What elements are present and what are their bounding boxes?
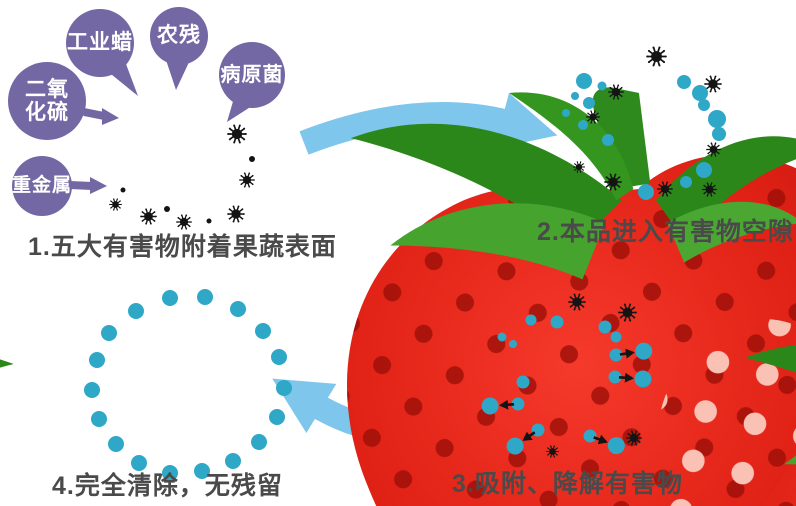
strawberry-illustration-step1 xyxy=(347,87,796,506)
adsorption-pair xyxy=(608,370,652,388)
adsorption-pair xyxy=(609,342,653,362)
adsorption-pair xyxy=(506,423,545,455)
step-2-caption: 2.本品进入有害物空隙 xyxy=(537,218,794,246)
adsorption-pair xyxy=(583,429,625,455)
virus-particle-icon xyxy=(226,123,248,145)
virus-particle-icon xyxy=(645,45,668,68)
virus-particle-icon xyxy=(139,207,158,226)
virus-particle-icon xyxy=(108,197,123,212)
step1-contaminant-particles xyxy=(108,123,256,231)
step-4-caption: 4.完全清除，无残留 xyxy=(52,472,283,500)
step3-particles xyxy=(481,292,653,459)
hazard-badge-label: 二氧化硫 xyxy=(25,77,69,124)
flow-arrow-step1-to-step2 xyxy=(299,93,558,155)
hazard-badge-label: 病原菌 xyxy=(220,64,284,86)
hazard-badge-sulfur-dioxide: 二氧化硫 xyxy=(8,62,86,140)
cleaner-molecule-dots xyxy=(562,73,726,200)
hazard-badge-pathogen: 病原菌 xyxy=(219,42,285,108)
step2-particles xyxy=(562,45,726,200)
step-1-caption: 1.五大有害物附着果蔬表面 xyxy=(28,233,337,261)
step4-cleaner-ring xyxy=(84,289,292,481)
virus-particle-icon xyxy=(226,204,246,224)
hazard-badge-industrial-wax: 工业蜡 xyxy=(66,9,134,77)
hazard-badge-label: 重金属 xyxy=(12,174,73,196)
hazard-badge-pesticide-residue: 农残 xyxy=(150,7,208,65)
hazard-badge-label: 工业蜡 xyxy=(67,31,133,55)
step-3-caption: 3.吸附、降解有害物 xyxy=(452,470,683,498)
hazard-badge-heavy-metal: 重金属 xyxy=(12,156,72,216)
adsorption-pair xyxy=(481,397,525,415)
strawberry-illustration-step4 xyxy=(0,312,18,506)
virus-particle-icon xyxy=(238,171,256,189)
hazard-badge-label: 农残 xyxy=(157,24,201,48)
